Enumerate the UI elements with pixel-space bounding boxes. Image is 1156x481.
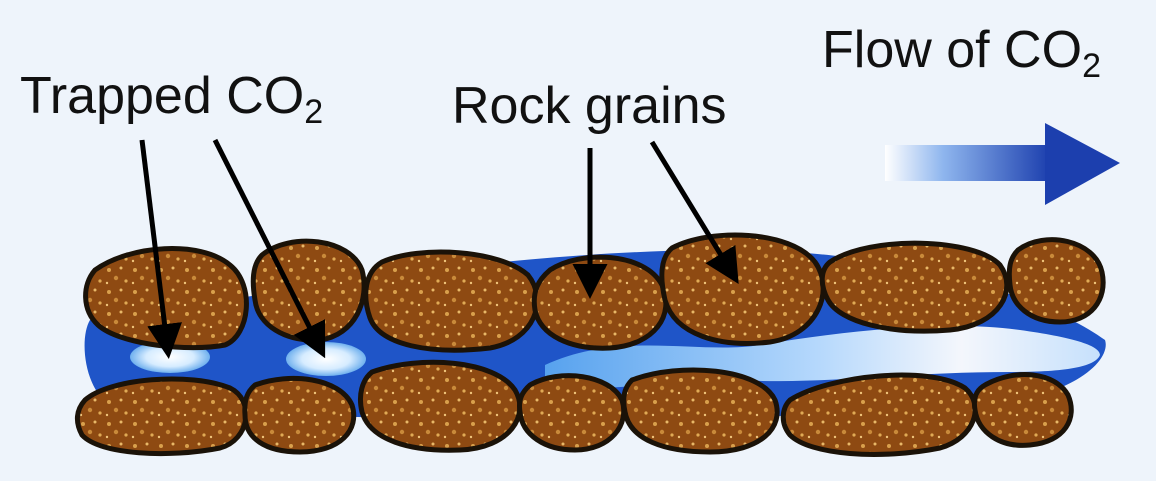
rock-grain (77, 379, 246, 454)
rock-grain (822, 243, 1007, 331)
rock-grain (974, 375, 1071, 446)
rock-grain (519, 376, 623, 450)
flow-of-co2-label: Flow of CO2 (822, 24, 1101, 83)
flow-label-subscript: 2 (1082, 47, 1101, 85)
trapped-co2-bubble-2 (286, 342, 366, 376)
rock-grain (662, 235, 823, 343)
rock-grain (624, 370, 777, 452)
flow-label-text: Flow of CO (822, 21, 1082, 79)
trapped-label-subscript: 2 (304, 93, 323, 131)
rock-grain (360, 362, 519, 450)
rock-grain (366, 252, 537, 350)
rock-grains-label: Rock grains (452, 80, 727, 132)
trapped-label-text: Trapped CO (20, 67, 304, 125)
rock-grain (534, 257, 666, 348)
trapped-co2-label: Trapped CO2 (20, 70, 323, 129)
rock-label-text: Rock grains (452, 77, 727, 135)
rock-grain (245, 378, 354, 452)
rock-grain (1009, 240, 1103, 322)
